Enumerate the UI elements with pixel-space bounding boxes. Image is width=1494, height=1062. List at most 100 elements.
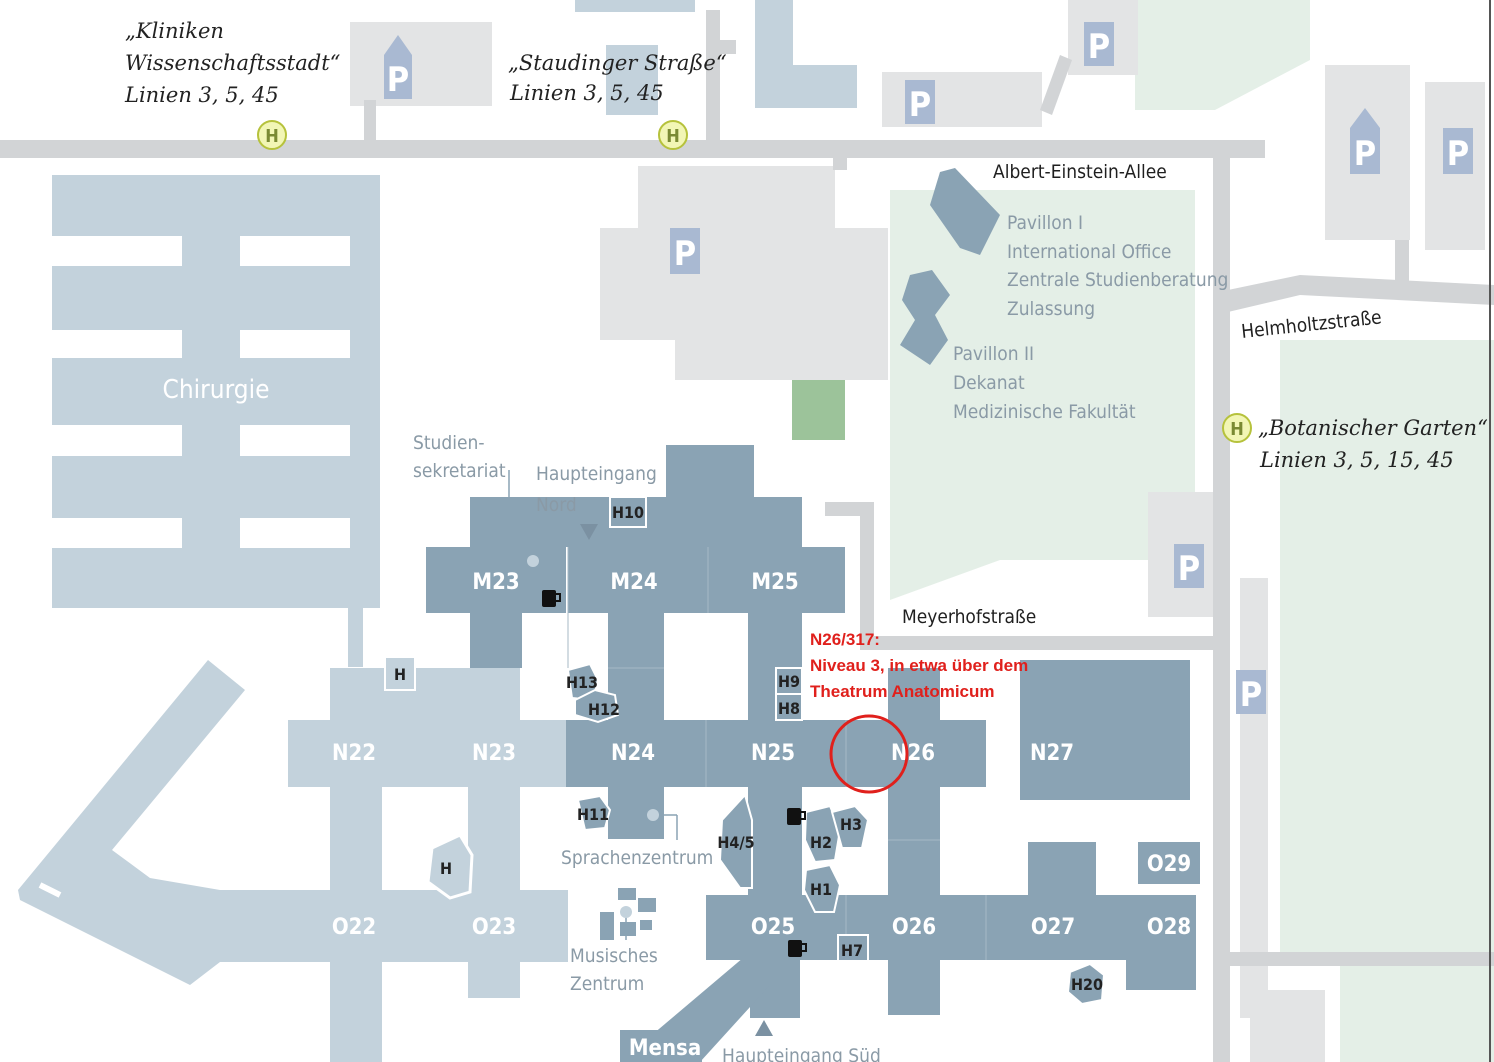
hall-h-east (426, 833, 474, 900)
parking-sign: P (1236, 670, 1266, 715)
parking-sign: P (1443, 128, 1473, 174)
haupteingang-sued-label: Haupteingang Süd (722, 1045, 881, 1062)
svg-text:N25: N25 (751, 741, 795, 766)
cafe-icon-h2 (787, 808, 806, 825)
svg-text:Musisches: Musisches (570, 945, 658, 967)
svg-text:P: P (1354, 134, 1376, 174)
svg-text:H7: H7 (841, 941, 863, 960)
svg-text:N23: N23 (472, 741, 516, 766)
svg-text:H12: H12 (588, 700, 620, 719)
bus-stop-icon: H (257, 120, 287, 150)
svg-text:Medizinische Fakultät: Medizinische Fakultät (953, 401, 1136, 423)
svg-text:P: P (387, 60, 409, 100)
svg-text:H: H (265, 126, 279, 147)
svg-text:„Botanischer Garten“: „Botanischer Garten“ (1258, 416, 1488, 440)
cafe-icon-o25 (788, 940, 807, 957)
svg-text:Niveau 3, in etwa über dem: Niveau 3, in etwa über dem (810, 656, 1028, 675)
stop-kliniken-label: „Kliniken Wissenschaftsstadt“ Linien 3, … (124, 19, 341, 107)
svg-text:Pavillon I: Pavillon I (1007, 212, 1083, 234)
svg-text:H4/5: H4/5 (717, 833, 754, 852)
svg-text:Zentrale Studienberatung: Zentrale Studienberatung (1007, 269, 1228, 291)
svg-text:P: P (674, 234, 696, 274)
svg-text:Haupteingang: Haupteingang (536, 463, 657, 485)
studiensekretariat-label: Studien- sekretariat (413, 432, 506, 482)
bus-stop-icon: H (1222, 413, 1252, 443)
svg-text:Linien 3, 5, 45: Linien 3, 5, 45 (124, 83, 279, 107)
svg-text:H: H (440, 859, 452, 878)
svg-text:N26: N26 (891, 741, 935, 766)
haupteingang-nord-label: Haupteingang Nord (536, 463, 657, 516)
svg-text:„Kliniken: „Kliniken (125, 19, 224, 43)
mensa-label: Mensa (629, 1036, 701, 1061)
svg-text:Studien-: Studien- (413, 432, 485, 454)
street-helmholtz: Helmholtzstraße (1240, 306, 1382, 343)
chirurgie-building (52, 175, 380, 608)
pointer-dots (527, 555, 659, 918)
svg-text:O28: O28 (1147, 915, 1191, 940)
svg-text:Theatrum Anatomicum: Theatrum Anatomicum (810, 682, 995, 701)
parking-sign: P (384, 35, 412, 100)
svg-text:O29: O29 (1147, 852, 1191, 877)
svg-text:O27: O27 (1031, 915, 1075, 940)
svg-text:Zulassung: Zulassung (1007, 298, 1095, 320)
sprachenzentrum-label: Sprachenzentrum (561, 847, 713, 869)
bus-stop-icons: H H H (257, 120, 1252, 443)
svg-text:H9: H9 (778, 672, 800, 691)
svg-text:sekretariat: sekretariat (413, 460, 506, 482)
svg-text:N26/317:: N26/317: (810, 630, 880, 649)
park-areas (890, 0, 1494, 1062)
building-labels: M23 M24 M25 N22 N23 N24 N25 N26 N27 O22 … (332, 570, 1191, 940)
entrance-south-arrow (755, 1020, 773, 1036)
svg-text:Linien 3, 5, 45: Linien 3, 5, 45 (509, 81, 664, 105)
chirurgie-label: Chirurgie (162, 375, 269, 405)
parking-sign: P (905, 80, 935, 125)
cafe-icon-m23 (542, 590, 561, 607)
svg-text:H1: H1 (810, 880, 832, 899)
pointer-lines (508, 470, 678, 940)
roads (0, 10, 1494, 1062)
room-marker-circle (829, 714, 909, 794)
street-albert-einstein: Albert-Einstein-Allee (993, 161, 1167, 183)
parking-sign: P (1350, 108, 1380, 174)
musisches-zentrum-label: Musisches Zentrum (570, 945, 658, 995)
svg-text:N24: N24 (611, 741, 655, 766)
svg-text:O23: O23 (472, 915, 516, 940)
wing-stripes (38, 822, 167, 977)
svg-text:O26: O26 (892, 915, 936, 940)
hall-labels: H10 H13 H12 H9 H8 H11 H4/5 H2 H3 H1 H7 H… (394, 503, 1103, 994)
svg-text:N27: N27 (1030, 741, 1074, 766)
stop-botanischer-label: „Botanischer Garten“ Linien 3, 5, 15, 45 (1258, 416, 1488, 472)
svg-text:M25: M25 (751, 570, 798, 595)
svg-text:Pavillon II: Pavillon II (953, 343, 1034, 365)
svg-text:H20: H20 (1071, 975, 1103, 994)
room-annotation: N26/317: Niveau 3, in etwa über dem Thea… (810, 630, 1028, 794)
musisches-blocks (600, 888, 656, 940)
pavilion-2-label: Pavillon II Dekanat Medizinische Fakultä… (953, 343, 1136, 423)
svg-text:Wissenschaftsstadt“: Wissenschaftsstadt“ (125, 51, 341, 75)
svg-text:Linien 3, 5, 15, 45: Linien 3, 5, 15, 45 (1259, 448, 1454, 472)
svg-text:P: P (1088, 27, 1110, 67)
parking-sign: P (670, 228, 700, 274)
svg-text:H3: H3 (840, 815, 862, 834)
stop-staudinger-label: „Staudinger Straße“ Linien 3, 5, 45 (508, 51, 727, 105)
svg-text:M24: M24 (610, 570, 657, 595)
svg-text:H10: H10 (612, 503, 644, 522)
svg-text:H2: H2 (810, 833, 832, 852)
svg-text:P: P (1178, 549, 1200, 589)
parking-sign: P (1084, 22, 1114, 67)
svg-text:P: P (909, 85, 931, 125)
svg-text:P: P (1240, 675, 1262, 715)
street-meyerhof: Meyerhofstraße (902, 606, 1036, 628)
svg-text:H: H (1230, 419, 1244, 440)
parking-sign: P (1174, 544, 1204, 589)
svg-text:H8: H8 (778, 699, 800, 718)
svg-text:Dekanat: Dekanat (953, 372, 1025, 394)
light-complex (18, 660, 568, 1062)
svg-text:International Office: International Office (1007, 241, 1171, 263)
svg-text:H: H (666, 126, 680, 147)
svg-text:Nord: Nord (536, 494, 577, 516)
svg-text:H11: H11 (577, 805, 609, 824)
parking-signs: P P P P P P P P (384, 22, 1473, 715)
pavilion-1-label: Pavillon I International Office Zentrale… (1007, 212, 1228, 320)
